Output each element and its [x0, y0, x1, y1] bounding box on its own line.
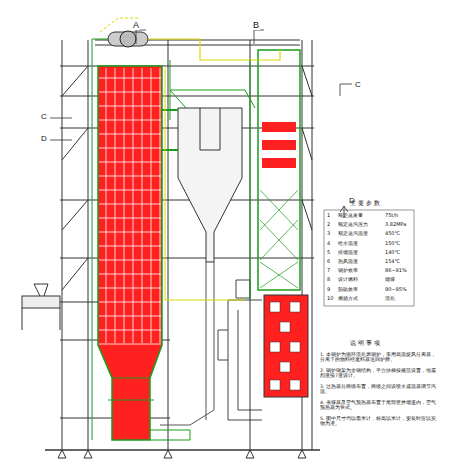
parameter-name: 设计燃料 [338, 277, 358, 283]
wall-tube [99, 232, 161, 233]
wall-tube [99, 120, 161, 121]
steel-frame [45, 40, 320, 458]
wall-tube [99, 176, 161, 177]
parameter-value: 3.82MPa [385, 222, 406, 228]
parameter-value: 流化 [385, 296, 395, 302]
row-number: 7 [327, 268, 330, 274]
table-title: 主 要 参 数 [350, 200, 380, 207]
wall-tube [99, 162, 161, 163]
section-markers [50, 30, 352, 218]
air-ducts [150, 280, 262, 440]
wall-tube [99, 106, 161, 107]
row-number: 5 [327, 250, 330, 256]
parameter-table [324, 210, 414, 306]
cyclone-separator [160, 90, 255, 425]
furnace [98, 66, 162, 440]
wall-tube [99, 204, 161, 205]
section-letter: A [132, 20, 140, 30]
parameter-value: 154℃ [385, 259, 400, 265]
note-text: 3. 过热器分两级布置，两级之间设喷水减温器调节汽温。 [320, 384, 438, 395]
parameter-value: 86~91% [385, 268, 407, 274]
notes-title: 说 明 事 项 [350, 340, 380, 347]
row-number: 6 [327, 259, 330, 265]
parameter-name: 额定蒸汽温度 [338, 231, 368, 237]
wall-tube [99, 190, 161, 191]
wall-tube [99, 134, 161, 135]
parameter-value: 450℃ [385, 231, 400, 237]
parameter-name: 排烟温度 [338, 250, 358, 256]
wall-tube [99, 148, 161, 149]
note-text: 5. 图中尺寸均以毫米计，标高以米计，安装时应以实物为准。 [320, 416, 438, 427]
parameter-name: 给水温度 [338, 241, 358, 247]
parameter-name: 额定蒸汽压力 [338, 222, 368, 228]
row-number: 8 [327, 277, 330, 283]
note-text: 2. 锅炉钢架为全钢结构，平台扶梯按规范设置，地震烈度按7度设计。 [320, 368, 438, 379]
row-number: 4 [327, 241, 330, 247]
wall-tube [99, 260, 161, 261]
parameter-name: 脱硫效率 [338, 287, 358, 293]
section-letter: B [252, 20, 260, 30]
section-letter: D [40, 134, 48, 143]
wall-tube [99, 344, 161, 345]
parameter-name: 热风温度 [338, 259, 358, 265]
wall-tube [99, 288, 161, 289]
row-number: 10 [327, 296, 333, 302]
coal-feeder [22, 284, 98, 330]
wall-tube [99, 78, 161, 79]
parameter-name: 额定蒸发量 [338, 213, 363, 219]
row-number: 2 [327, 222, 330, 228]
wall-tube [99, 330, 161, 331]
parameter-name: 锅炉效率 [338, 268, 358, 274]
wall-tube [99, 218, 161, 219]
wall-tube [99, 316, 161, 317]
section-letter: C [354, 80, 362, 89]
row-number: 9 [327, 287, 330, 293]
steam-drum [108, 31, 148, 47]
pipework [92, 18, 280, 440]
parameter-value: 烟煤 [385, 277, 395, 283]
note-text: 4. 省煤器及空气预热器布置于尾部竖井烟道内，空气预热器为管式。 [320, 400, 438, 411]
wall-tube [99, 246, 161, 247]
parameter-value: 75t/h [385, 213, 398, 219]
parameter-name: 燃烧方式 [338, 296, 358, 302]
parameter-value: 90~95% [385, 287, 407, 293]
wall-tube [99, 274, 161, 275]
parameter-value: 140℃ [385, 250, 400, 256]
back-pass [258, 50, 308, 397]
section-letter: C [40, 112, 48, 121]
note-text: 1. 本锅炉为循环流化床锅炉，采用高温旋风分离器，分离下的物料经返料器送回炉膛。 [320, 352, 438, 363]
parameter-value: 150℃ [385, 241, 400, 247]
wall-tube [99, 92, 161, 93]
row-number: 1 [327, 213, 330, 219]
wall-tube [99, 302, 161, 303]
row-number: 3 [327, 231, 330, 237]
